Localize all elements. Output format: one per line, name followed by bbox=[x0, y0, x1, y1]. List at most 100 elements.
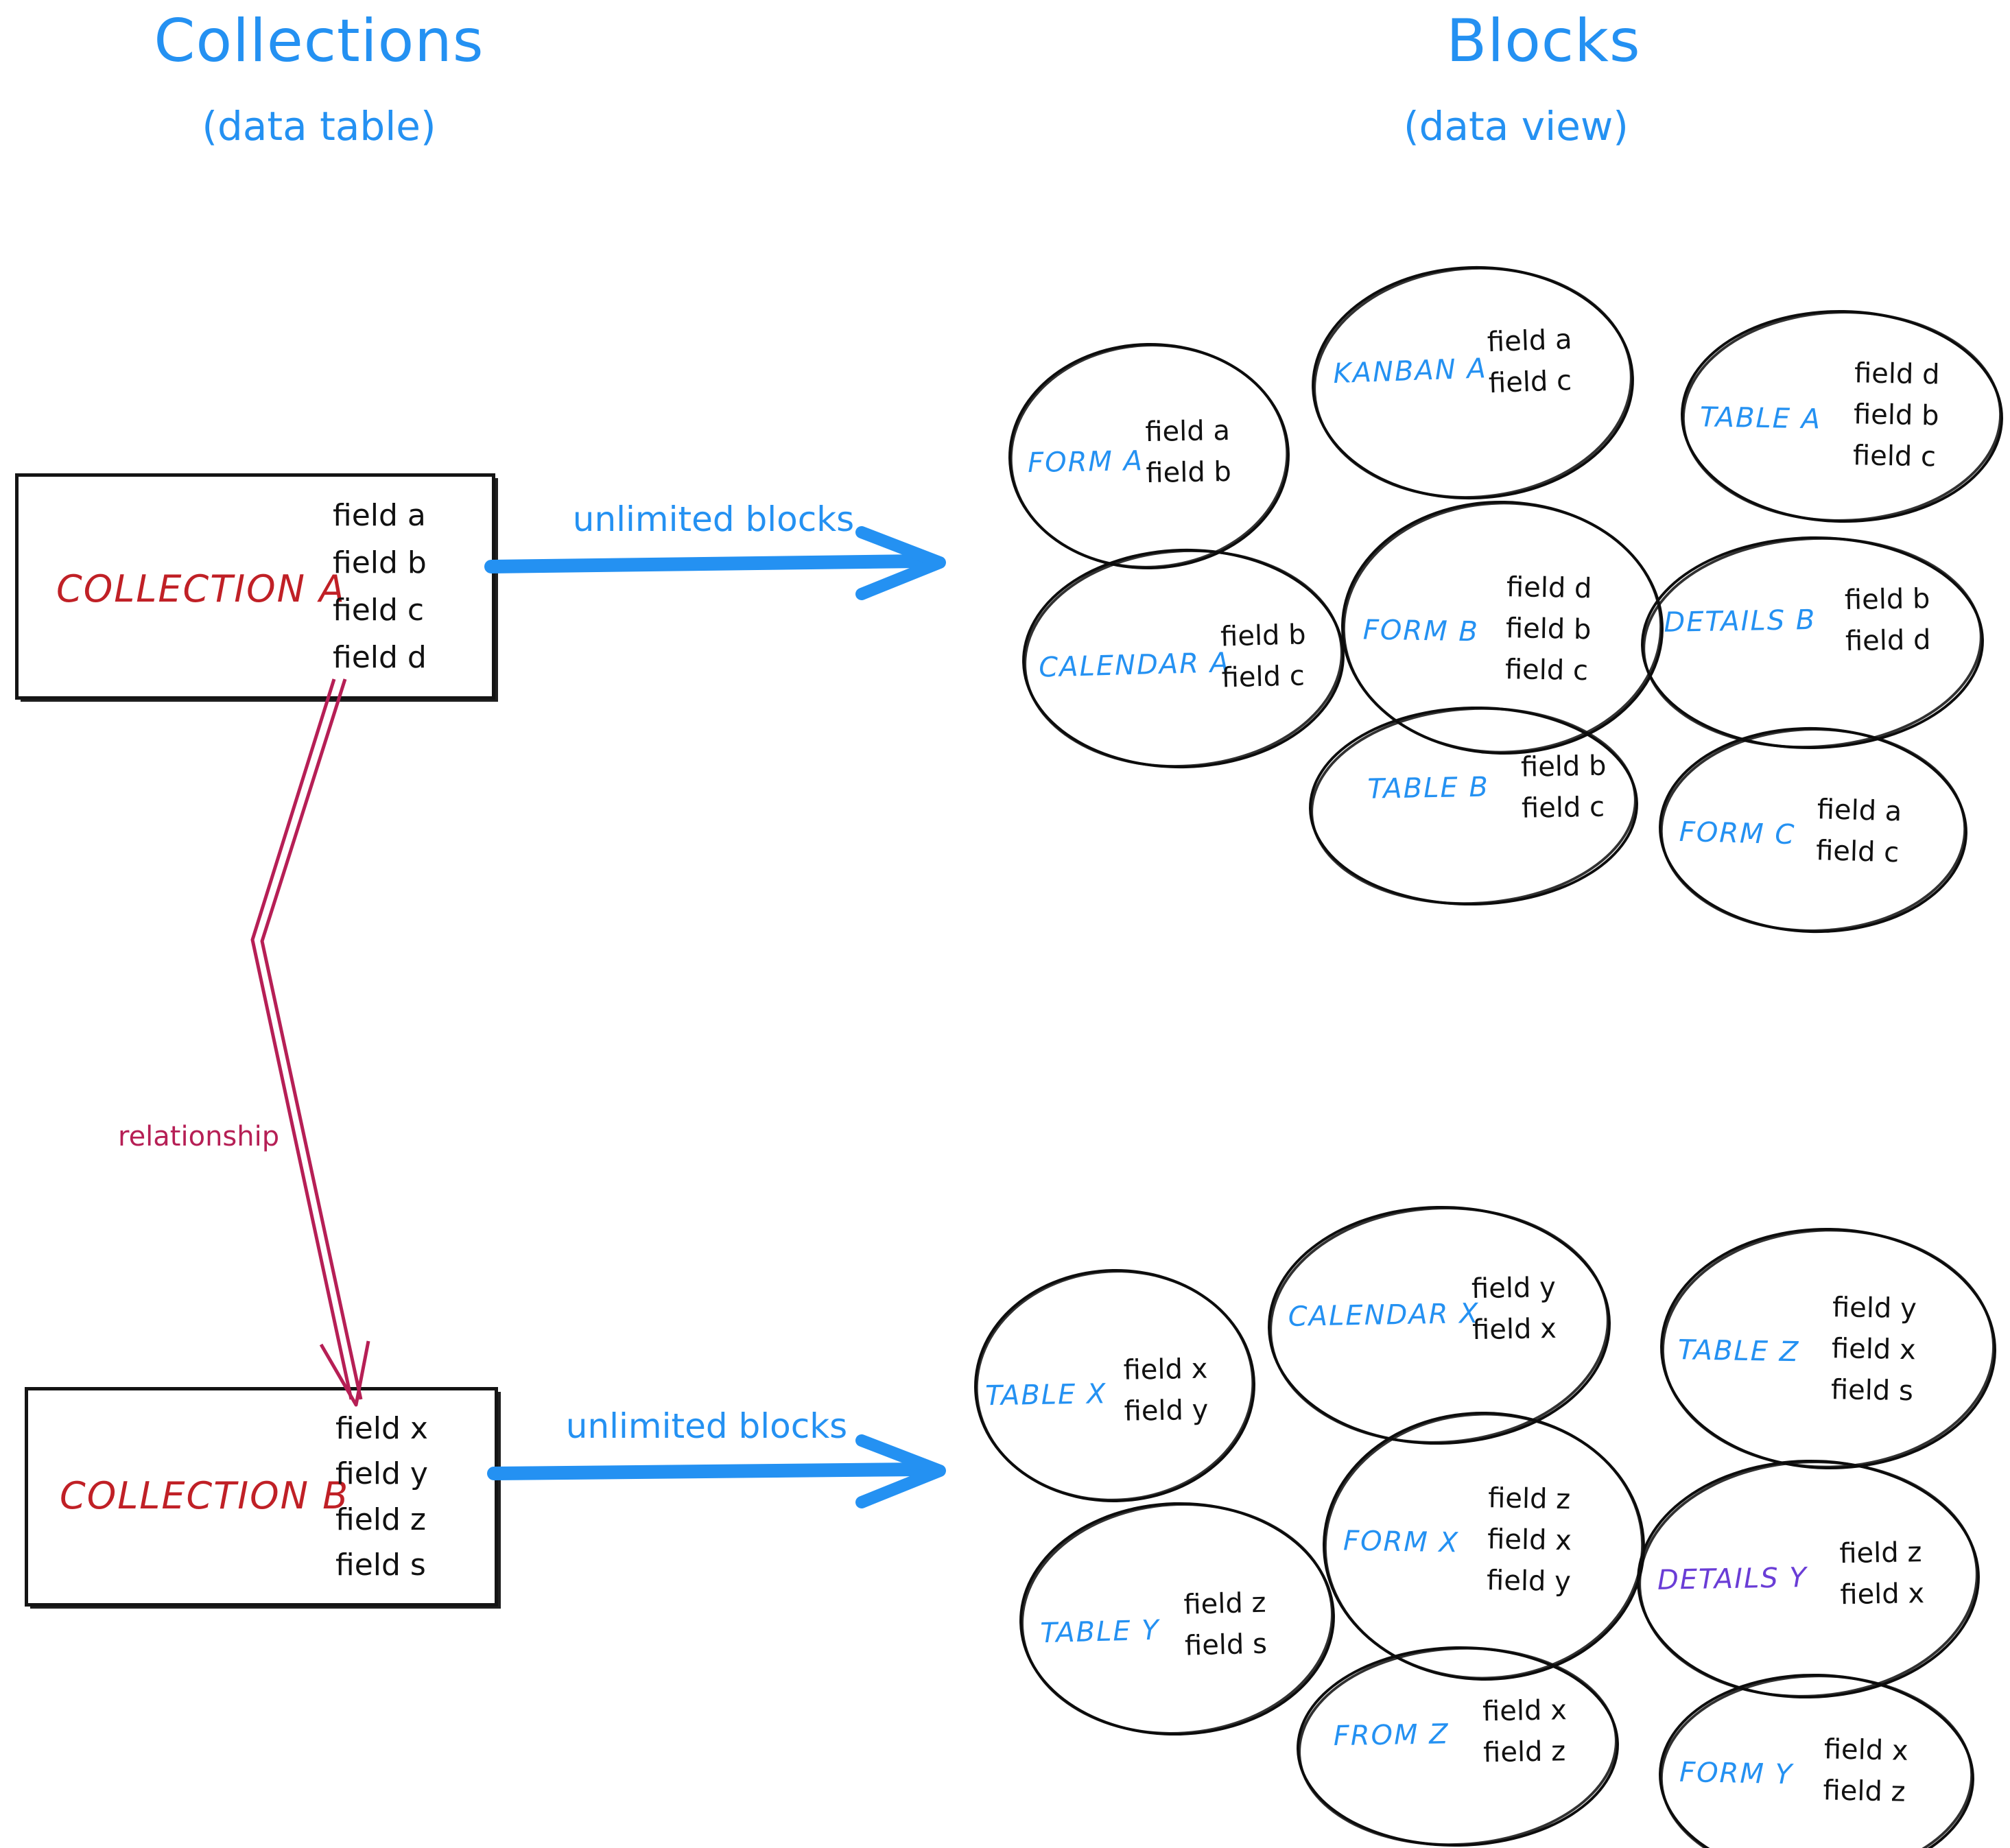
collection-a-field-0: field a bbox=[333, 498, 426, 533]
block-table-x-fields: field x field y bbox=[1123, 1353, 1209, 1428]
field-item: field x bbox=[1823, 1733, 1908, 1767]
field-item: field c bbox=[1221, 660, 1305, 694]
block-details-b-fields: field b field d bbox=[1845, 583, 1931, 657]
block-form-c-label: FORM C bbox=[1679, 816, 1796, 851]
collection-a-name: COLLECTION A bbox=[56, 567, 346, 611]
field-item: field a bbox=[1817, 794, 1902, 828]
block-table-a-label: TABLE A bbox=[1699, 401, 1822, 436]
field-item: field a bbox=[1144, 414, 1231, 449]
field-item: field b bbox=[1853, 399, 1939, 432]
field-item: field b bbox=[1220, 619, 1307, 653]
collection-a-fields: field a field b field c field d bbox=[333, 492, 477, 681]
field-item: field s bbox=[1830, 1374, 1914, 1408]
block-calendar-x-label: CALENDAR X bbox=[1288, 1297, 1480, 1333]
collection-b-name: COLLECTION B bbox=[60, 1474, 350, 1517]
field-item: field x bbox=[1123, 1353, 1208, 1386]
field-item: field b bbox=[1505, 613, 1592, 646]
field-item: field z bbox=[1487, 1482, 1571, 1516]
field-item: field x bbox=[1482, 1694, 1568, 1728]
block-details-y-label: DETAILS Y bbox=[1657, 1562, 1808, 1596]
collections-title: Collections bbox=[154, 7, 484, 75]
ellipse-outline-sketch bbox=[1636, 528, 1989, 758]
block-details-y-fields: field z field x bbox=[1839, 1537, 1925, 1611]
block-form-y[interactable]: FORM Y field x field z bbox=[1656, 1670, 1977, 1848]
field-item: field c bbox=[1504, 654, 1589, 687]
collections-subtitle: (data table) bbox=[202, 103, 436, 150]
block-table-z-fields: field y field x field s bbox=[1831, 1292, 1917, 1407]
arrow-b-glyph bbox=[487, 1434, 946, 1508]
block-calendar-a-fields: field b field c bbox=[1220, 619, 1308, 694]
block-form-x-fields: field z field x field y bbox=[1487, 1482, 1573, 1598]
collection-a-field-1: field b bbox=[333, 545, 427, 580]
block-table-y-fields: field z field s bbox=[1183, 1587, 1268, 1662]
field-item: field a bbox=[1487, 323, 1573, 359]
block-form-c[interactable]: FORM C field a field c bbox=[1656, 723, 1970, 937]
block-table-y-label: TABLE Y bbox=[1039, 1614, 1161, 1650]
block-table-a-fields: field d field b field c bbox=[1853, 357, 1940, 473]
block-form-a-label: FORM A bbox=[1027, 445, 1144, 479]
block-table-b-label: TABLE B bbox=[1367, 771, 1490, 805]
block-kanban-a[interactable]: KANBAN A field a field c bbox=[1305, 255, 1641, 510]
collection-a-box[interactable]: COLLECTION A field a field b field c fie… bbox=[15, 473, 495, 700]
relationship-connector bbox=[250, 678, 370, 1407]
unlimited-blocks-label-b: unlimited blocks bbox=[565, 1406, 848, 1446]
unlimited-blocks-label-a: unlimited blocks bbox=[572, 499, 855, 539]
field-item: field d bbox=[1845, 624, 1931, 658]
block-from-z[interactable]: FROM Z field x field z bbox=[1292, 1638, 1623, 1848]
blocks-title: Blocks bbox=[1446, 7, 1641, 75]
block-form-a[interactable]: FORM A field a field b bbox=[1003, 336, 1295, 576]
field-item: field c bbox=[1521, 791, 1605, 825]
collection-b-field-1: field y bbox=[335, 1456, 428, 1492]
collection-b-field-3: field s bbox=[335, 1548, 426, 1583]
block-table-b[interactable]: TABLE B field b field c bbox=[1305, 698, 1642, 914]
block-details-b[interactable]: DETAILS B field b field d bbox=[1636, 528, 1989, 758]
field-item: field d bbox=[1854, 357, 1940, 391]
block-details-y[interactable]: DETAILS Y field z field x bbox=[1631, 1451, 1985, 1707]
block-calendar-x-fields: field y field x bbox=[1471, 1272, 1557, 1346]
field-item: field y bbox=[1832, 1292, 1917, 1325]
field-item: field c bbox=[1815, 835, 1900, 869]
block-table-x[interactable]: TABLE X field x field y bbox=[969, 1262, 1261, 1509]
block-from-z-label: FROM Z bbox=[1333, 1718, 1450, 1753]
block-table-x-label: TABLE X bbox=[984, 1378, 1107, 1412]
block-table-z[interactable]: TABLE Z field y field x field s bbox=[1657, 1224, 1999, 1473]
block-form-x-label: FORM X bbox=[1343, 1525, 1460, 1559]
block-table-y[interactable]: TABLE Y field z field s bbox=[1013, 1493, 1341, 1745]
arrow-a-glyph bbox=[484, 526, 946, 600]
field-item: field z bbox=[1823, 1775, 1906, 1808]
block-form-c-fields: field a field c bbox=[1816, 794, 1902, 868]
block-kanban-a-fields: field a field c bbox=[1487, 324, 1574, 399]
field-item: field y bbox=[1124, 1394, 1209, 1428]
collection-b-fields: field x field y field z field s bbox=[335, 1406, 480, 1588]
field-item: field b bbox=[1520, 750, 1607, 783]
relationship-label: relationship bbox=[118, 1121, 280, 1152]
collection-b-box[interactable]: COLLECTION B field x field y field z fie… bbox=[25, 1387, 498, 1607]
collection-b-field-2: field z bbox=[335, 1502, 427, 1537]
block-form-b-label: FORM B bbox=[1362, 614, 1480, 648]
collection-a-field-3: field d bbox=[333, 640, 427, 675]
field-item: field x bbox=[1471, 1313, 1557, 1347]
field-item: field y bbox=[1471, 1272, 1557, 1305]
block-table-a[interactable]: TABLE A field d field b field c bbox=[1679, 307, 2005, 526]
block-table-b-fields: field b field c bbox=[1521, 750, 1607, 825]
field-item: field y bbox=[1486, 1565, 1572, 1598]
field-item: field x bbox=[1840, 1578, 1925, 1611]
block-form-a-fields: field a field b bbox=[1145, 415, 1231, 489]
block-calendar-a-label: CALENDAR A bbox=[1038, 647, 1231, 684]
field-item: field s bbox=[1184, 1628, 1268, 1662]
field-item: field x bbox=[1831, 1333, 1917, 1366]
block-form-y-fields: field x field z bbox=[1823, 1733, 1908, 1808]
field-item: field z bbox=[1838, 1537, 1922, 1570]
block-form-x[interactable]: FORM X field z field x field y bbox=[1320, 1408, 1648, 1684]
collection-a-field-2: field c bbox=[333, 593, 425, 628]
block-calendar-a[interactable]: CALENDAR A field b field c bbox=[1017, 539, 1350, 778]
field-item: field c bbox=[1852, 440, 1937, 473]
block-table-z-label: TABLE Z bbox=[1677, 1334, 1800, 1369]
field-item: field b bbox=[1146, 455, 1232, 490]
block-details-b-label: DETAILS B bbox=[1664, 604, 1817, 639]
field-item: field b bbox=[1844, 583, 1930, 617]
field-item: field z bbox=[1482, 1736, 1566, 1769]
blocks-subtitle: (data view) bbox=[1404, 103, 1629, 150]
block-form-b-fields: field d field b field c bbox=[1505, 571, 1592, 687]
